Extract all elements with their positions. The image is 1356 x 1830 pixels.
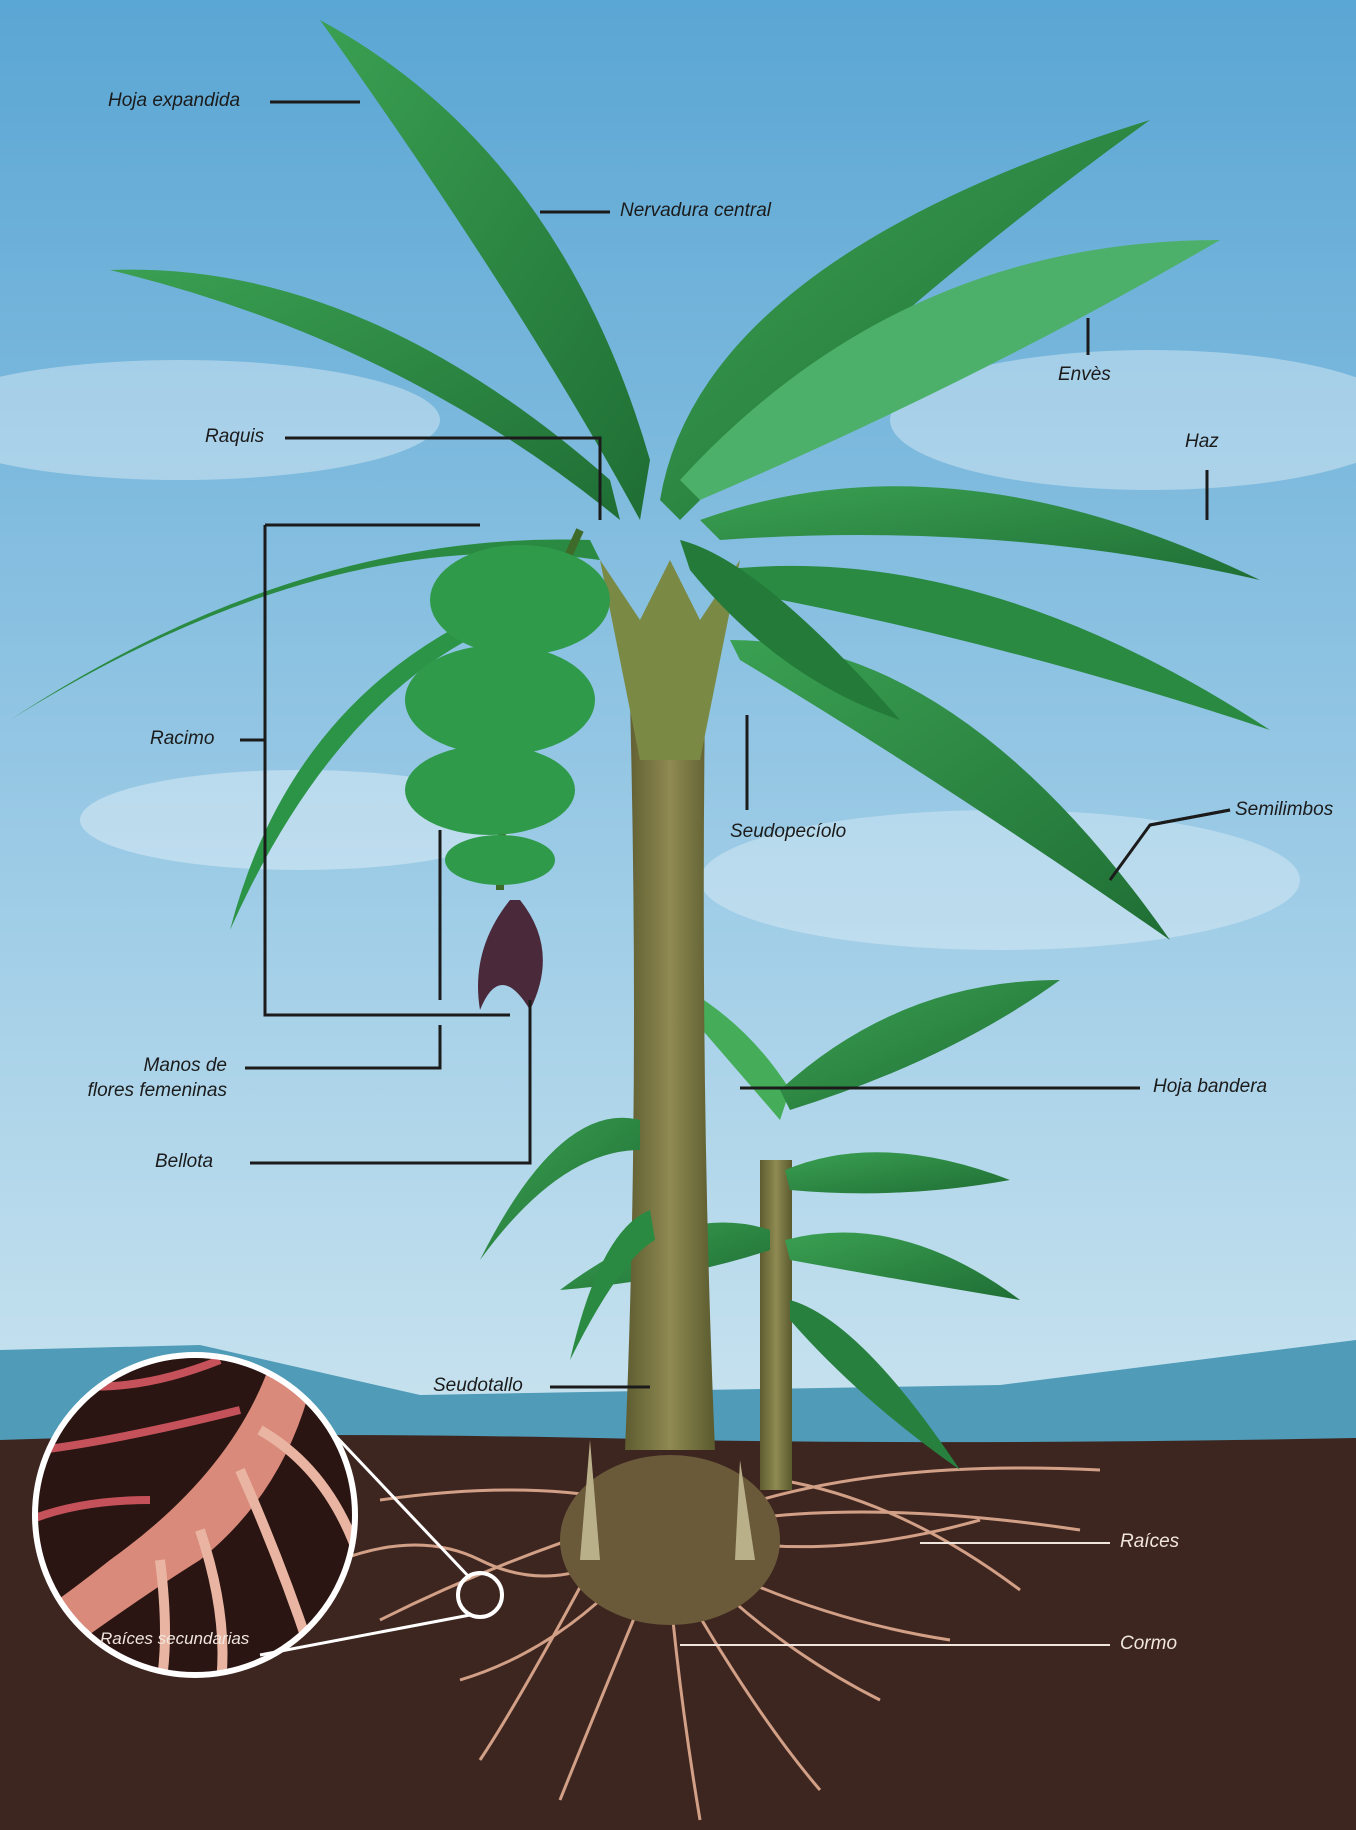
label-enves: Envès [1058, 363, 1111, 388]
label-raquis: Raquis [205, 425, 264, 450]
label-raices-secundarias: Raíces secundarias [100, 1628, 249, 1650]
label-bellota: Bellota [155, 1150, 213, 1175]
label-seudopeciolo: Seudopecíolo [730, 820, 846, 845]
label-hoja-expandida: Hoja expandida [108, 89, 240, 114]
label-hoja-bandera: Hoja bandera [1153, 1075, 1267, 1100]
label-haz: Haz [1185, 430, 1219, 455]
label-semilimbos: Semilimbos [1235, 798, 1333, 823]
label-cormo: Cormo [1120, 1632, 1177, 1657]
label-seudotallo: Seudotallo [433, 1374, 523, 1399]
label-manos-line1: Manos de [144, 1055, 227, 1076]
label-nervadura-central: Nervadura central [620, 199, 771, 224]
label-raices: Raíces [1120, 1530, 1179, 1555]
seudotallo-shape [625, 700, 715, 1450]
label-manos-line2: flores femeninas [88, 1080, 227, 1101]
label-racimo: Racimo [150, 727, 214, 752]
label-manos-flores-femeninas: Manos de flores femeninas [52, 1054, 227, 1103]
